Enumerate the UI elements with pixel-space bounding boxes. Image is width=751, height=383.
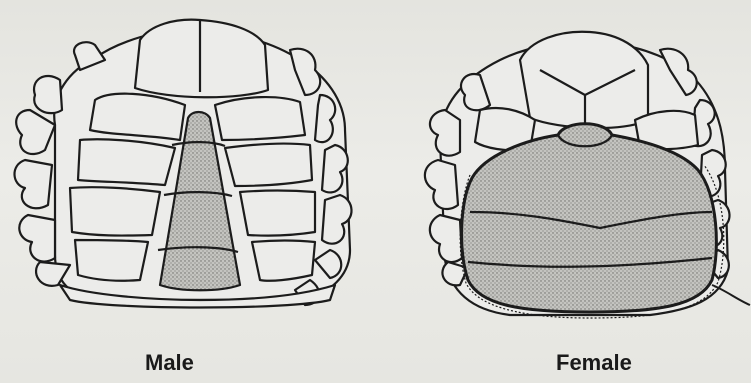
male-leg-right-2 <box>315 95 335 142</box>
male-sternite-left-3 <box>70 187 160 235</box>
male-leg-left-3 <box>14 160 52 208</box>
male-leg-left-2 <box>16 110 55 154</box>
male-leg-left-1 <box>34 76 62 113</box>
female-leg-left-4 <box>430 215 462 262</box>
male-sternite-left-1 <box>90 94 185 140</box>
male-sternite-left-2 <box>78 139 175 185</box>
female-caption: Female <box>556 350 632 376</box>
female-leg-left-3 <box>425 160 458 209</box>
male-mouthparts <box>135 20 268 98</box>
male-sternite-left-4 <box>75 240 148 281</box>
female-appendage-line <box>712 285 750 305</box>
male-sternite-right-4 <box>252 241 315 281</box>
male-caption: Male <box>145 350 194 376</box>
male-leg-left-4 <box>19 215 55 262</box>
male-sternite-right-1 <box>215 97 305 140</box>
male-crab-drawing <box>14 20 351 308</box>
male-sternite-right-3 <box>240 191 315 236</box>
male-sternite-right-2 <box>225 144 312 186</box>
female-leg-left-2 <box>430 110 460 156</box>
female-crab-drawing <box>425 32 750 318</box>
